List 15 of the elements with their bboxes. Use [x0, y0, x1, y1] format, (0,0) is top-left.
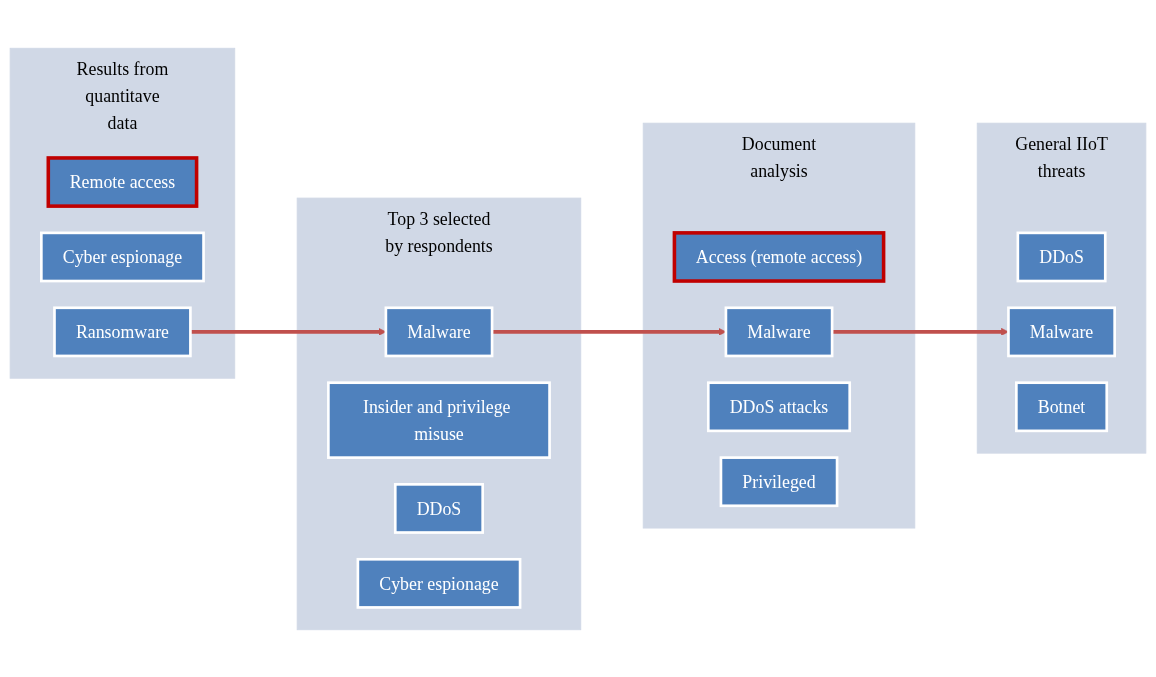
node-box: Malware — [1007, 305, 1116, 357]
node-box: Insider and privilege misuse — [327, 380, 551, 459]
node-box: DDoS — [393, 482, 484, 534]
node-box: Privileged — [719, 455, 839, 507]
node-box: Cyber espionage — [40, 231, 205, 282]
node-box: Access (remote access) — [672, 230, 886, 283]
node-box: Remote access — [46, 155, 199, 208]
arrow — [832, 327, 1009, 336]
node-box: DDoS attacks — [706, 380, 852, 432]
node-box: DDoS — [1016, 231, 1107, 282]
node-box: Cyber espionage — [356, 557, 522, 609]
node-box: Malware — [724, 305, 834, 357]
node-box: Ransomware — [53, 305, 192, 357]
node-box: Botnet — [1015, 380, 1109, 432]
node-box: Malware — [384, 305, 494, 357]
